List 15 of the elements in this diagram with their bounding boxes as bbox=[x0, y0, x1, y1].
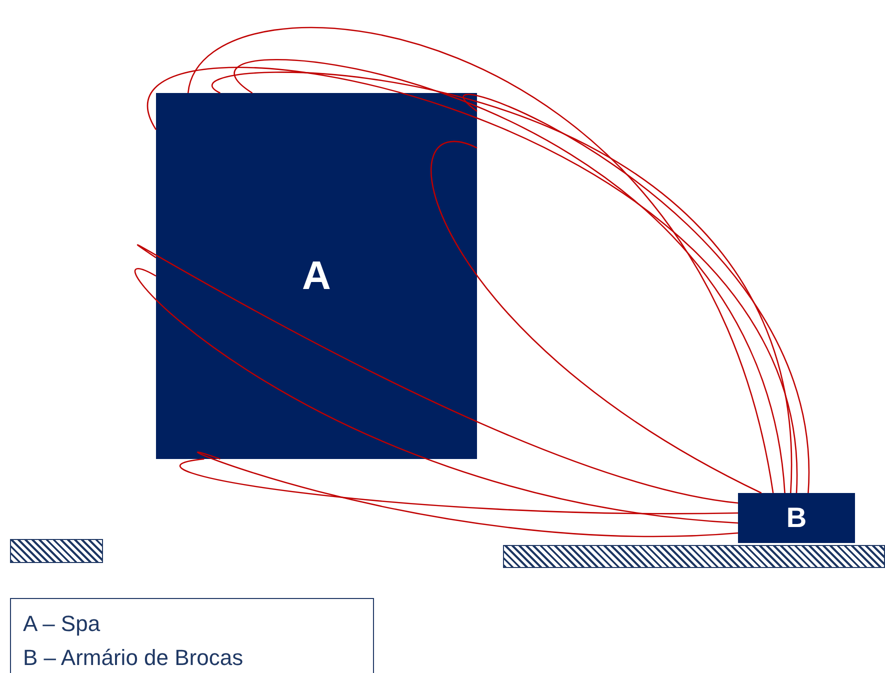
walking-path bbox=[181, 458, 738, 514]
hatched-wall bbox=[503, 545, 885, 568]
walking-path bbox=[136, 270, 738, 524]
key-text: B – Armário de Brocas bbox=[23, 644, 244, 672]
area-letter: B bbox=[786, 504, 807, 532]
area-block bbox=[738, 493, 855, 543]
area-block bbox=[156, 93, 477, 459]
area-letter: A bbox=[302, 256, 331, 296]
walking-path bbox=[138, 245, 738, 504]
walking-path bbox=[431, 141, 762, 494]
walking-path bbox=[199, 452, 738, 538]
key-text: A – Spa bbox=[23, 610, 102, 638]
walking-path bbox=[188, 28, 774, 494]
walking-path bbox=[463, 94, 809, 494]
hatched-wall bbox=[10, 539, 103, 563]
